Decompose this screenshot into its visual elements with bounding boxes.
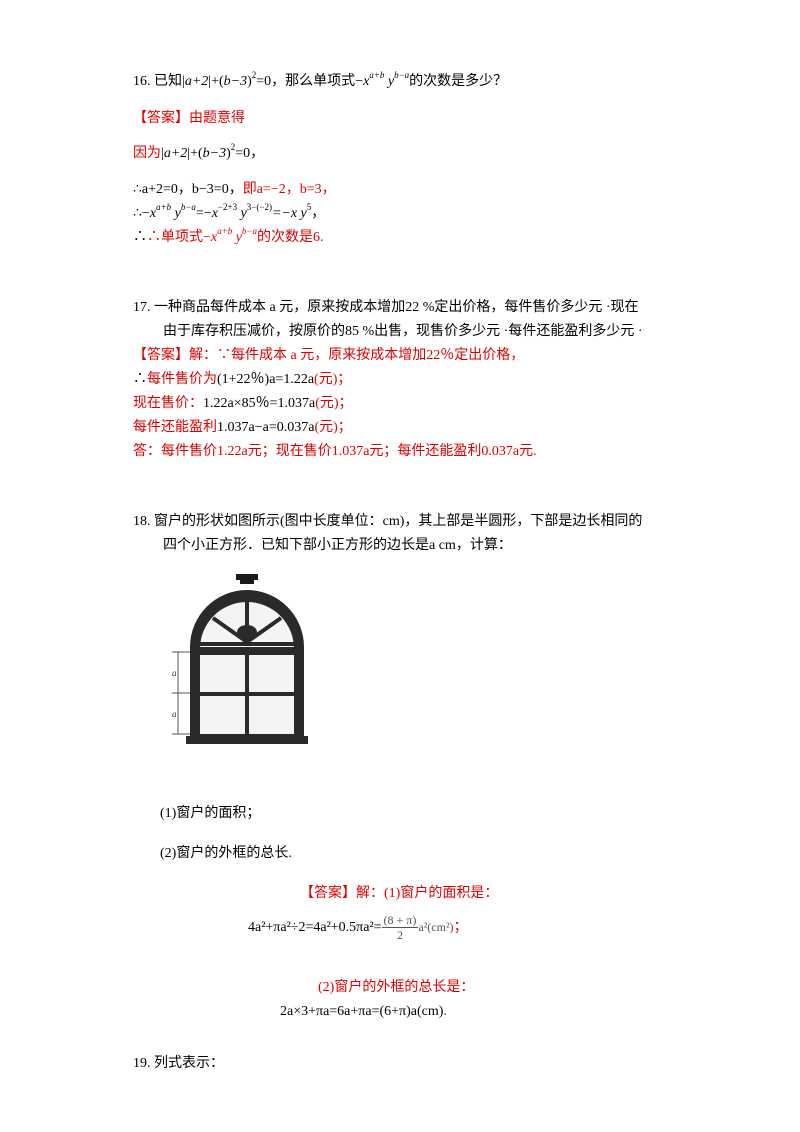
q17-answer-line1: ∴每件售价为(1+22％)a=1.22a(元)；: [133, 372, 352, 387]
window-figure: a a: [172, 574, 308, 744]
q17-question-line1: 17. 一种商品每件成本 a 元，原来按成本增加22 %定出价格，每件售价多少元…: [133, 300, 639, 315]
answer1-fraction: (8 + π)2: [381, 913, 419, 943]
q17-answer-line4: 答：每件售价1.22a元；现在售价1.037a元；每件还能盈利0.037a元.: [133, 444, 537, 459]
dimension-label-a-bottom: a: [172, 709, 177, 719]
q17-answer-line2: 现在售价：1.22a×85％=1.037a(元)；: [133, 396, 353, 411]
window-transom: [200, 647, 294, 655]
q18-answer2-label: (2)窗户的外框的总长是：: [318, 980, 475, 995]
q16-answer-line1: 因为|a+2|+(b−3)2=0，: [133, 142, 265, 162]
window-crown: [236, 574, 258, 580]
q17-answer-line3: 每件还能盈利1.037a−a=0.037a(元)；: [133, 420, 352, 435]
q16-answer-line2: ∴a+2=0，b−3=0，即a=−2，b=3，: [133, 182, 336, 197]
q18-part2: (2)窗户的外框的总长.: [160, 846, 292, 861]
q19-question: 19. 列式表示：: [133, 1056, 224, 1071]
q16-answer-line3: ∴−xa+b yb−a=−x−2+3 y3−(−2)=−x y5，: [133, 202, 326, 222]
dimension-label-a-top: a: [172, 668, 177, 678]
q16-answer-line4: ∴∴单项式−xa+b yb−a的次数是6.: [133, 226, 324, 246]
q18-answer-label: 【答案】解：(1)窗户的面积是：: [300, 886, 499, 901]
window-crown-base: [240, 580, 254, 584]
q18-question-line2: 四个小正方形．已知下部小正方形的边长是a cm，计算：: [163, 538, 512, 553]
window-sill: [186, 736, 308, 744]
window-grid: [200, 655, 294, 734]
q17-question-line2: 由于库存积压减价，按原价的85 %出售，现售价多少元 ·每件还能盈利多少元 ·: [163, 324, 643, 339]
q18-answer2-math: 2a×3+πa=6a+πa=(6+π)a(cm).: [280, 1004, 447, 1019]
window-arch-hub: [237, 625, 257, 639]
q18-part1: (1)窗户的面积；: [160, 806, 261, 821]
q16-answer-label: 【答案】由题意得: [133, 110, 245, 126]
window-arch-spokes: [200, 602, 294, 646]
q18-question-line1: 18. 窗户的形状如图所示(图中长度单位：cm)，其上部是半圆形，下部是边长相同…: [133, 514, 643, 529]
dimension-lines: [172, 651, 190, 735]
q16-question: 16. 已知|a+2|+(b−3)2=0，那么单项式−xa+b yb−a的次数是…: [133, 70, 508, 90]
q17-answer-line0: 【答案】解：∵每件成本 a 元，原来按成本增加22％定出价格，: [133, 348, 525, 363]
